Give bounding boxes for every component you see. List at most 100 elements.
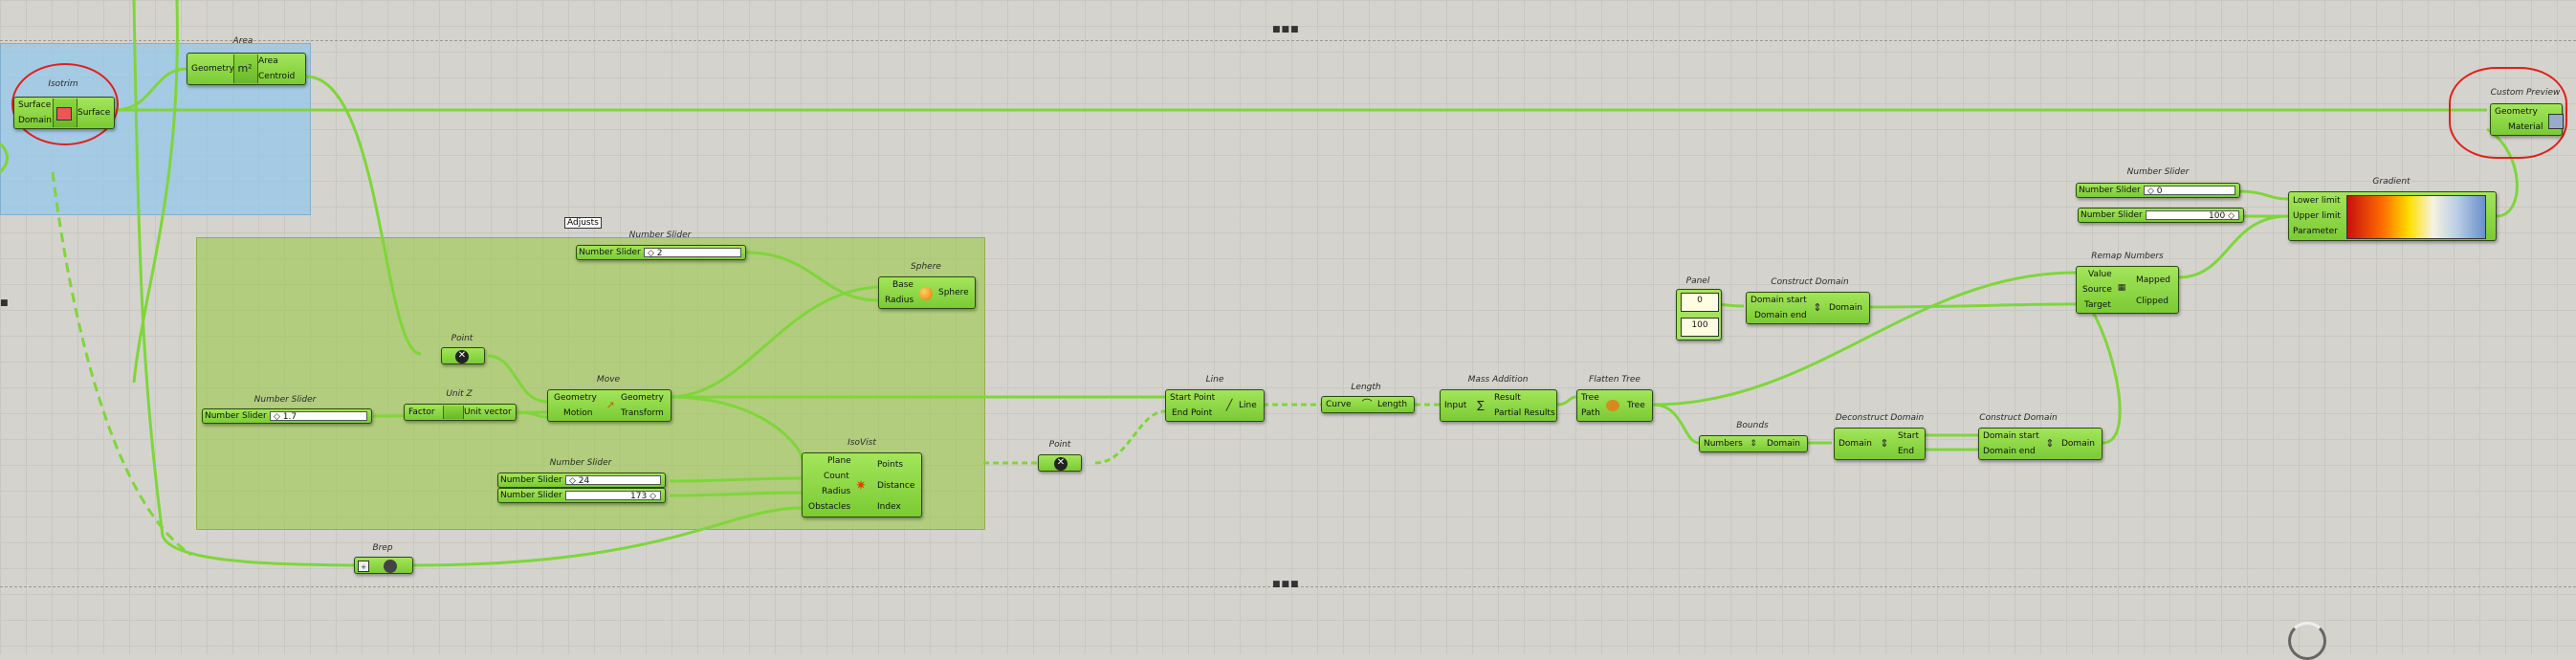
flatten-out-tree[interactable]: Tree: [1627, 401, 1645, 410]
gradient-in-lower[interactable]: Lower limit: [2293, 196, 2341, 206]
isotrim-in-surface[interactable]: Surface: [18, 100, 52, 110]
length-in-curve[interactable]: Curve: [1326, 400, 1352, 409]
custom-preview-component[interactable]: Geometry Material: [2490, 103, 2564, 136]
sphere-out-sphere[interactable]: Sphere: [938, 288, 969, 297]
isovist-in-obstacles[interactable]: Obstacles: [808, 502, 851, 512]
remap-in-value[interactable]: Value: [2088, 270, 2112, 279]
slider-iso-count[interactable]: Number Slider ◇ 24: [497, 473, 666, 488]
area-component[interactable]: Geometry m² Area Centroid: [187, 53, 306, 85]
line-in-end[interactable]: End Point: [1172, 408, 1213, 418]
isotrim-component[interactable]: Surface Domain Surface: [13, 97, 115, 129]
area-in-geometry[interactable]: Geometry: [191, 64, 234, 74]
remap-out-mapped[interactable]: Mapped: [2136, 275, 2170, 285]
panel-value-0[interactable]: 0: [1681, 293, 1719, 312]
slider-grad-upper-track[interactable]: 100 ◇: [2146, 210, 2239, 221]
isovist-out-index[interactable]: Index: [877, 502, 901, 512]
slider-iso-radius-track[interactable]: 173 ◇: [565, 491, 661, 501]
gradient-in-upper[interactable]: Upper limit: [2293, 211, 2341, 221]
mass-addition-component[interactable]: Input ∑ Result Partial Results: [1440, 389, 1557, 422]
slider-grad-lower-track[interactable]: ◇ 0: [2144, 186, 2235, 196]
canvas-bottom-handle[interactable]: ■■■: [1272, 580, 1300, 589]
bounds-in-numbers[interactable]: Numbers: [1704, 439, 1743, 449]
unitz-icon-bg: [443, 406, 464, 419]
sphere-in-radius[interactable]: Radius: [885, 296, 914, 305]
length-out-length[interactable]: Length: [1377, 400, 1408, 409]
slider-grad-lower[interactable]: Number Slider ◇ 0: [2076, 183, 2240, 198]
remap-numbers-component[interactable]: Value Source Target ▦ Mapped Clipped: [2076, 266, 2179, 314]
flatten-in-path[interactable]: Path: [1581, 408, 1600, 418]
isovist-out-distance[interactable]: Distance: [877, 481, 915, 491]
move-in-motion[interactable]: Motion: [563, 408, 593, 418]
point1-icon: ✕: [455, 350, 469, 363]
remap-in-target[interactable]: Target: [2084, 300, 2111, 310]
canvas-top-handle[interactable]: ■■■: [1272, 25, 1300, 34]
sphere-component[interactable]: Base Radius Sphere: [878, 276, 976, 309]
gradient-bar[interactable]: [2346, 195, 2486, 239]
slider-grad-upper[interactable]: Number Slider 100 ◇: [2078, 208, 2244, 223]
line-in-start[interactable]: Start Point: [1170, 393, 1216, 403]
brep-param[interactable]: +: [354, 557, 413, 574]
isovist-out-points[interactable]: Points: [877, 460, 904, 470]
wire-remap-gradient: [2178, 214, 2289, 279]
area-out-centroid[interactable]: Centroid: [258, 72, 296, 81]
con1-in-start[interactable]: Domain start: [1750, 296, 1807, 305]
gradient-in-parameter[interactable]: Parameter: [2293, 227, 2338, 236]
mass-in-input[interactable]: Input: [1444, 401, 1467, 410]
slider-sphere[interactable]: Number Slider ◇ 2: [576, 245, 746, 260]
isovist-in-count[interactable]: Count: [824, 472, 849, 481]
isotrim-in-domain[interactable]: Domain: [18, 116, 52, 125]
move-out-geometry[interactable]: Geometry: [621, 393, 664, 403]
isovist-in-radius[interactable]: Radius: [822, 487, 851, 496]
unitz-out-vector[interactable]: Unit vector: [464, 407, 512, 417]
preview-in-geometry[interactable]: Geometry: [2495, 107, 2538, 117]
point2-param[interactable]: ✕: [1038, 454, 1082, 472]
canvas-left-handle[interactable]: ■: [0, 298, 10, 308]
con1-out-domain[interactable]: Domain: [1829, 303, 1862, 313]
con2-in-start[interactable]: Domain start: [1983, 431, 2039, 441]
con1-in-end[interactable]: Domain end: [1754, 311, 1807, 320]
bounds-component[interactable]: Numbers ⇕ Domain: [1699, 435, 1808, 452]
con2-in-end[interactable]: Domain end: [1983, 447, 2036, 456]
slider-sphere-track[interactable]: ◇ 2: [644, 248, 741, 258]
move-out-transform[interactable]: Transform: [621, 408, 664, 418]
move-component[interactable]: Geometry Motion ↗ Geometry Transform: [547, 389, 672, 422]
deconstruct-domain-component[interactable]: Domain ⇕ Start End: [1834, 428, 1926, 460]
decon-out-start[interactable]: Start: [1898, 431, 1919, 441]
red-annotation-isotrim: [11, 63, 119, 145]
construct-domain-2-component[interactable]: Domain start Domain end ⇕ Domain: [1978, 428, 2103, 460]
panel-value-100[interactable]: 100: [1681, 318, 1719, 337]
unitz-component[interactable]: Factor Unit vector: [404, 404, 517, 421]
wire-slider-count: [669, 476, 803, 483]
slider-unitz[interactable]: Number Slider ◇ 1.7: [202, 408, 372, 424]
isovist-in-plane[interactable]: Plane: [827, 456, 851, 466]
line-out-line[interactable]: Line: [1239, 401, 1257, 410]
line-component[interactable]: Start Point End Point ╱ Line: [1165, 389, 1265, 422]
con2-out-domain[interactable]: Domain: [2061, 439, 2095, 449]
isotrim-out-surface[interactable]: Surface: [77, 108, 111, 118]
wire-domain-source: [2075, 290, 2122, 445]
remap-out-clipped[interactable]: Clipped: [2136, 297, 2169, 306]
decon-in-domain[interactable]: Domain: [1838, 439, 1872, 449]
length-component[interactable]: Curve ⌒ Length: [1321, 396, 1415, 413]
sphere-in-base[interactable]: Base: [892, 280, 914, 290]
slider-unitz-track[interactable]: ◇ 1.7: [270, 411, 367, 422]
construct-domain-1-component[interactable]: Domain start Domain end ⇕ Domain: [1746, 292, 1870, 324]
gradient-component[interactable]: Lower limit Upper limit Parameter: [2288, 191, 2497, 241]
bounds-out-domain[interactable]: Domain: [1767, 439, 1800, 449]
area-out-area[interactable]: Area: [258, 56, 278, 66]
isovist-component[interactable]: Plane Count Radius Obstacles ✷ Points Di…: [802, 452, 922, 517]
preview-in-material[interactable]: Material: [2508, 122, 2543, 132]
flatten-in-tree[interactable]: Tree: [1581, 393, 1599, 403]
slider-iso-count-track[interactable]: ◇ 24: [565, 475, 661, 486]
move-in-geometry[interactable]: Geometry: [554, 393, 597, 403]
panel-component[interactable]: 0 100: [1676, 289, 1722, 341]
mass-out-partial[interactable]: Partial Results: [1494, 408, 1555, 418]
remap-in-source[interactable]: Source: [2082, 285, 2112, 295]
flatten-tree-component[interactable]: Tree Path Tree: [1576, 389, 1653, 422]
decon-out-end[interactable]: End: [1898, 447, 1915, 456]
point1-param[interactable]: ✕: [441, 347, 485, 364]
slider-iso-radius[interactable]: Number Slider 173 ◇: [497, 488, 666, 503]
line-icon: ╱: [1225, 399, 1233, 411]
mass-out-result[interactable]: Result: [1494, 393, 1521, 403]
unitz-in-factor[interactable]: Factor: [408, 407, 435, 417]
